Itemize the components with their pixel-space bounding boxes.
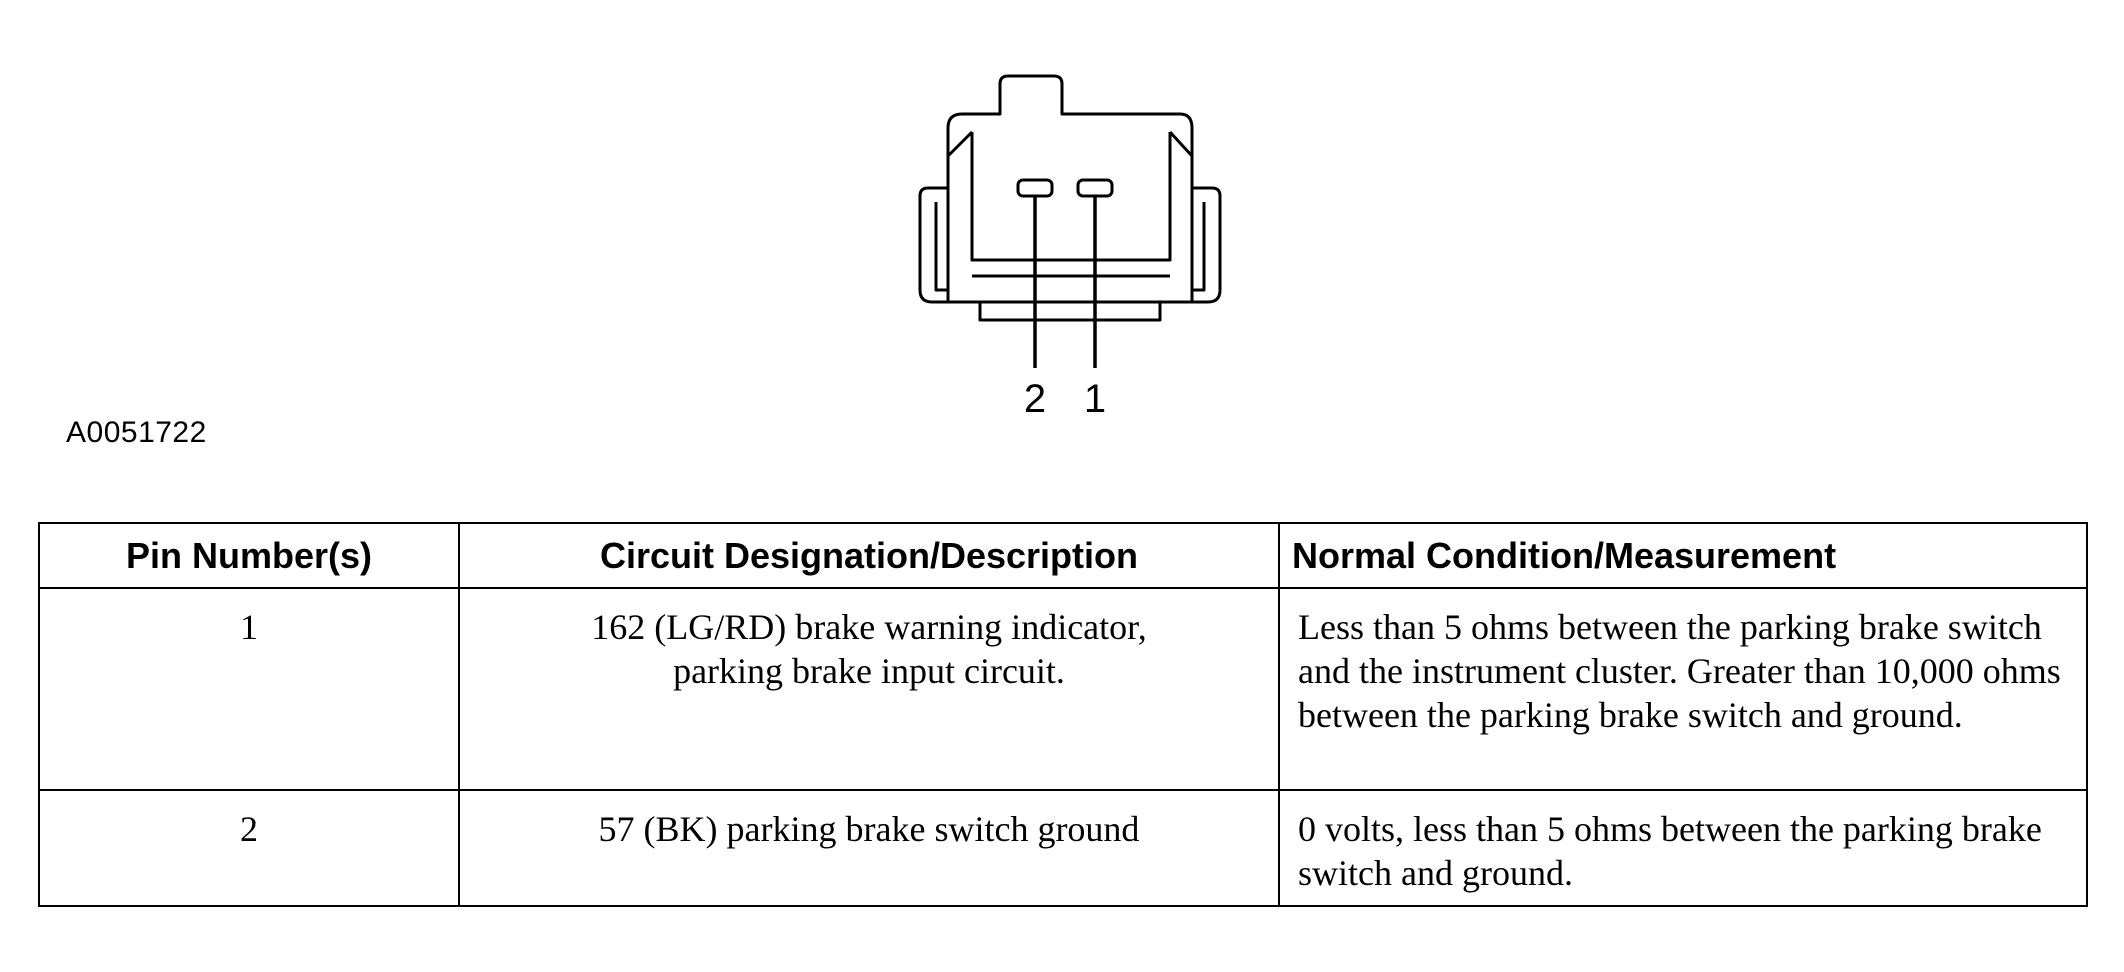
cell-pin-number: 1 [38, 587, 460, 791]
cell-circuit-description: 162 (LG/RD) brake warning indicator,park… [458, 587, 1280, 791]
table-row: 2 57 (BK) parking brake switch ground 0 … [38, 789, 2088, 907]
connector-side-rail-left [934, 202, 948, 292]
cell-circuit-description: 57 (BK) parking brake switch ground [458, 789, 1280, 907]
connector-diagram: 2 1 [900, 60, 1240, 430]
pin-2-label: 2 [1024, 377, 1046, 421]
pin-table: Pin Number(s) Circuit Designation/Descri… [38, 522, 2088, 907]
table-row: 1 162 (LG/RD) brake warning indicator,pa… [38, 587, 2088, 791]
header-pin-number: Pin Number(s) [38, 522, 460, 589]
circuit-description-line: 162 (LG/RD) brake warning indicator, [591, 607, 1147, 647]
pin-2-terminal [1016, 178, 1054, 198]
connector-cavity [970, 132, 1172, 262]
connector-side-rail-right [1192, 202, 1206, 292]
circuit-description-line: parking brake input circuit. [673, 651, 1065, 691]
connector-chamfer-left [946, 130, 974, 158]
header-circuit-designation: Circuit Designation/Description [458, 522, 1280, 589]
header-normal-condition: Normal Condition/Measurement [1278, 522, 2088, 589]
connector-bottom-tab [978, 302, 1162, 322]
connector-outer-housing [918, 186, 1222, 304]
pin-1-label: 1 [1084, 377, 1106, 421]
cell-pin-number: 2 [38, 789, 460, 907]
pin-1-terminal [1076, 178, 1114, 198]
cell-normal-condition: 0 volts, less than 5 ohms between the pa… [1278, 789, 2088, 907]
table-header-row: Pin Number(s) Circuit Designation/Descri… [38, 522, 2088, 589]
connector-chamfer-right [1168, 130, 1194, 158]
figure-id: A0051722 [66, 416, 207, 449]
connector-inner-housing [946, 74, 1194, 302]
cell-normal-condition: Less than 5 ohms between the parking bra… [1278, 587, 2088, 791]
